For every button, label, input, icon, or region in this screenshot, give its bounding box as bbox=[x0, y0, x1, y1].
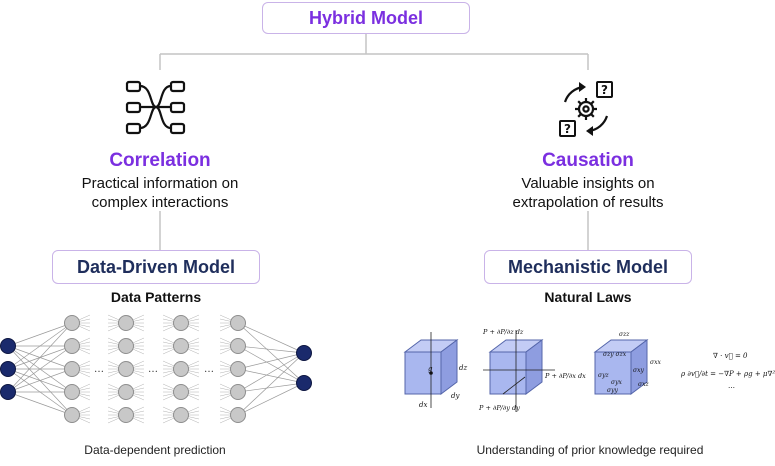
hidden-node bbox=[118, 361, 134, 377]
natural-laws-label: Natural Laws bbox=[544, 289, 632, 305]
hidden-node bbox=[64, 315, 80, 331]
ellipsis-dots: … bbox=[94, 364, 104, 375]
causation-desc-line-2: extrapolation of results bbox=[512, 194, 664, 211]
svg-text:P + ∂P/∂y dy: P + ∂P/∂y dy bbox=[478, 404, 520, 412]
svg-text:P + ∂P/∂z dz: P + ∂P/∂z dz bbox=[482, 328, 524, 336]
svg-text:dz: dz bbox=[459, 364, 467, 372]
svg-text:?: ? bbox=[601, 83, 608, 97]
fluid-element-illustration: g dz dy dx P + ∂P/∂z dz P + ∂P/∂x dx P +… bbox=[403, 328, 775, 412]
hidden-node bbox=[118, 338, 134, 354]
mechanistic-model-title: Mechanistic Model bbox=[507, 256, 669, 277]
correlation-description: Practical information on complex interac… bbox=[40, 174, 280, 212]
data-driven-caption: Data-dependent prediction bbox=[84, 443, 226, 457]
hidden-node bbox=[64, 338, 80, 354]
hidden-node bbox=[173, 315, 189, 331]
svg-text:σxx: σxx bbox=[650, 359, 661, 366]
svg-text:σzy σzx: σzy σzx bbox=[603, 351, 627, 358]
output-node bbox=[296, 345, 312, 361]
data-driven-model-box: Data-Driven Model bbox=[52, 250, 260, 284]
hidden-node bbox=[230, 338, 246, 354]
neural-network-illustration: ………⋮⋮ bbox=[0, 314, 312, 424]
mechanistic-model-box: Mechanistic Model bbox=[484, 250, 692, 284]
ellipsis-dots: … bbox=[148, 364, 158, 375]
gear-cycle-question-icon: ? ? bbox=[559, 81, 613, 137]
hidden-node bbox=[230, 407, 246, 423]
svg-text:σyz: σyz bbox=[598, 372, 609, 379]
mechanistic-caption: Understanding of prior knowledge require… bbox=[476, 443, 704, 457]
branching-flow-icon bbox=[125, 80, 186, 135]
svg-text:P + ∂P/∂x dx: P + ∂P/∂x dx bbox=[544, 372, 586, 380]
hidden-node bbox=[118, 384, 134, 400]
correlation-heading: Correlation bbox=[109, 150, 211, 171]
output-node bbox=[296, 375, 312, 391]
hidden-node bbox=[173, 338, 189, 354]
navier-stokes-equations: ∇ · v⃗ = 0 ρ ∂v⃗/∂t = −∇P + ρg + μ∇²v⃗ … bbox=[680, 352, 775, 390]
causation-heading: Causation bbox=[542, 150, 634, 171]
causation-description: Valuable insights on extrapolation of re… bbox=[468, 174, 708, 212]
correlation-desc-line-1: Practical information on bbox=[81, 175, 239, 192]
hidden-node bbox=[230, 315, 246, 331]
hidden-node bbox=[230, 361, 246, 377]
svg-text:…: … bbox=[728, 382, 735, 390]
hybrid-model-box: Hybrid Model bbox=[262, 2, 470, 34]
input-node bbox=[0, 361, 16, 377]
hidden-node bbox=[173, 407, 189, 423]
hidden-node bbox=[230, 384, 246, 400]
input-node bbox=[0, 384, 16, 400]
hidden-node bbox=[64, 407, 80, 423]
hidden-node bbox=[173, 384, 189, 400]
hidden-node bbox=[118, 315, 134, 331]
data-driven-model-title: Data-Driven Model bbox=[76, 256, 236, 277]
svg-text:?: ? bbox=[564, 122, 571, 136]
svg-text:σzz: σzz bbox=[619, 331, 630, 338]
cube-element-3: σzz σzy σzx σxx σxy σyz σyx σyy σxz bbox=[593, 331, 661, 395]
svg-text:σyx: σyx bbox=[611, 379, 622, 386]
svg-text:g: g bbox=[428, 365, 433, 373]
data-patterns-label: Data Patterns bbox=[110, 289, 202, 305]
svg-text:dy: dy bbox=[451, 392, 460, 400]
ellipsis-dots: … bbox=[204, 364, 214, 375]
cube-element-2: P + ∂P/∂z dz P + ∂P/∂x dx P + ∂P/∂y dy bbox=[478, 328, 586, 412]
hidden-node bbox=[64, 384, 80, 400]
svg-text:ρ ∂v⃗/∂t = −∇P + ρg + μ∇²v⃗: ρ ∂v⃗/∂t = −∇P + ρg + μ∇²v⃗ bbox=[680, 370, 775, 378]
svg-text:σxz: σxz bbox=[638, 381, 649, 388]
correlation-desc-line-2: complex interactions bbox=[91, 194, 229, 211]
svg-text:∇ · v⃗ = 0: ∇ · v⃗ = 0 bbox=[713, 352, 748, 360]
hidden-node bbox=[64, 361, 80, 377]
svg-text:dx: dx bbox=[419, 401, 427, 409]
hidden-node bbox=[118, 407, 134, 423]
hybrid-model-title: Hybrid Model bbox=[308, 7, 423, 28]
svg-text:σxy: σxy bbox=[633, 367, 644, 374]
hidden-node bbox=[173, 361, 189, 377]
causation-desc-line-1: Valuable insights on bbox=[521, 175, 655, 192]
svg-text:σyy: σyy bbox=[607, 387, 618, 394]
cube-element-1: g dz dy dx bbox=[403, 332, 467, 409]
input-node bbox=[0, 338, 16, 354]
